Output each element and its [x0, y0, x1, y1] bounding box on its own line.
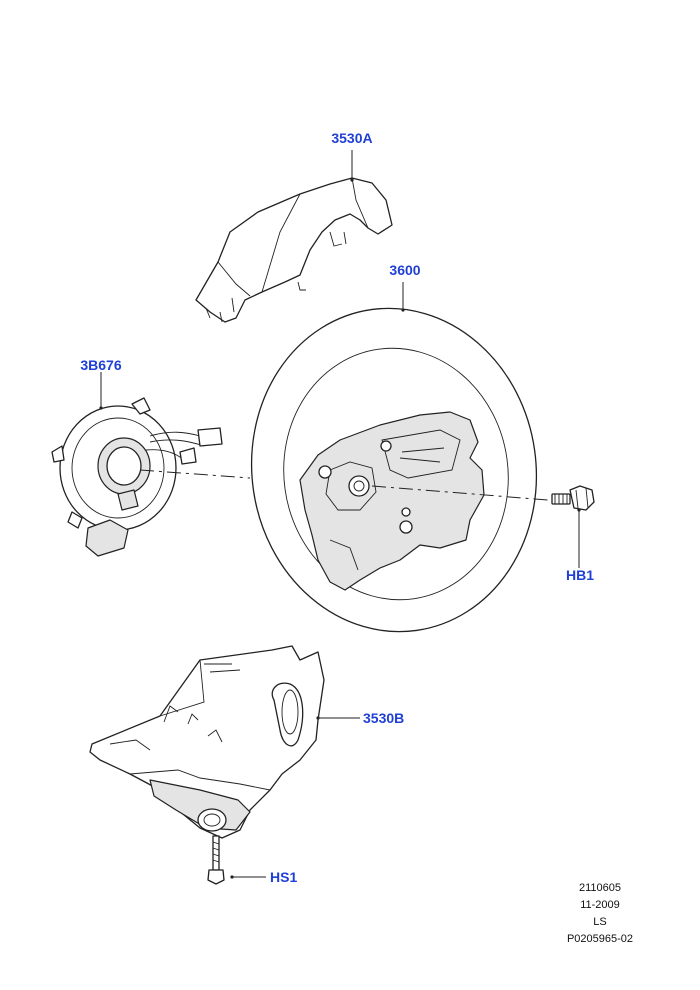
- drawing-reference-block: 2110605 11-2009 LS P0205965-02: [560, 880, 640, 948]
- drawing-date: 11-2009: [580, 899, 620, 911]
- centre-axis-right: [371, 485, 549, 501]
- shroud-screw-callout[interactable]: HS1: [270, 869, 297, 885]
- clockspring-callout[interactable]: 3B676: [80, 357, 121, 373]
- wheel-bolt-part: [551, 485, 595, 511]
- steering-wheel-part: [250, 307, 538, 633]
- lower-shroud-callout[interactable]: 3530B: [363, 710, 404, 726]
- shroud-screw-part: [207, 835, 225, 885]
- clockspring-part: [51, 397, 223, 557]
- lower-shroud-part: [89, 645, 325, 839]
- centre-axis-left: [139, 469, 251, 479]
- drawing-number: 2110605: [578, 882, 621, 894]
- steering-wheel-callout[interactable]: 3600: [389, 262, 420, 278]
- upper-shroud-callout[interactable]: 3530A: [331, 130, 372, 146]
- wheel-bolt-callout[interactable]: HB1: [566, 567, 594, 583]
- drawing-image-id: P0205965-02: [566, 933, 634, 945]
- drawing-model-code: LS: [593, 916, 607, 928]
- upper-shroud-part: [195, 177, 393, 323]
